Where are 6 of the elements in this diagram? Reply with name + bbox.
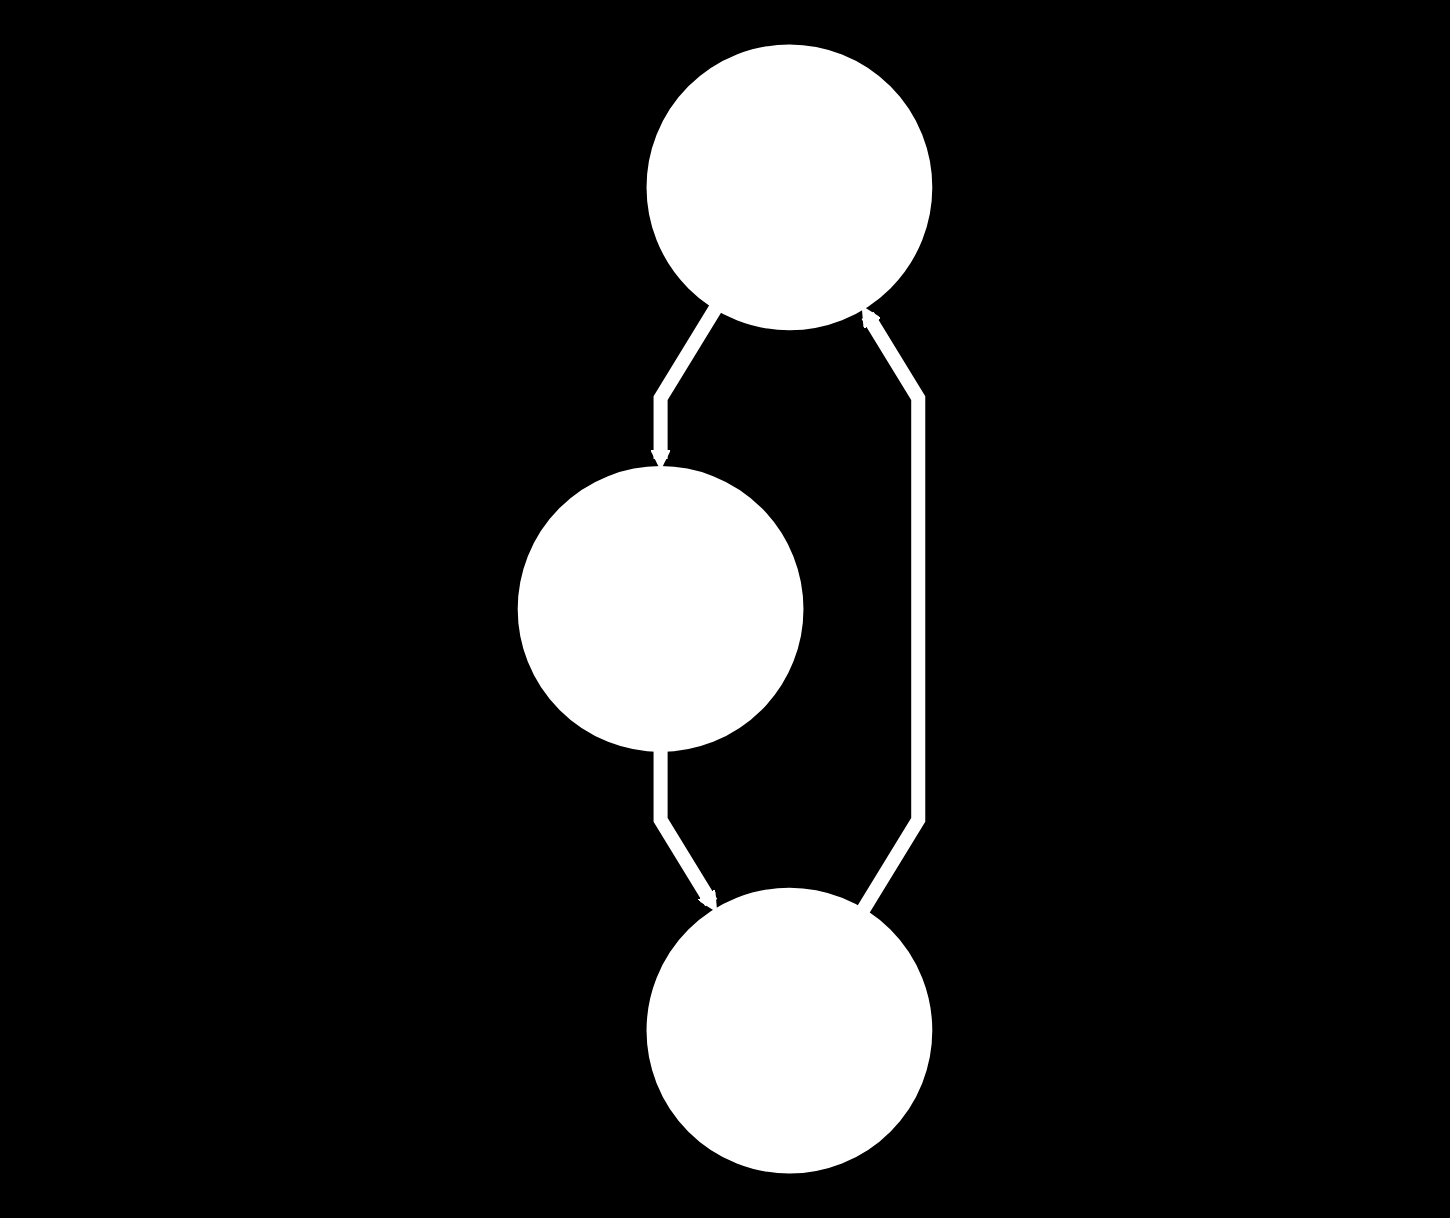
arrow (653, 749, 718, 912)
arrow (650, 303, 723, 470)
node-circle (517, 466, 804, 752)
node-circle (646, 44, 933, 331)
arrow (856, 306, 926, 915)
node-circle (646, 887, 933, 1174)
